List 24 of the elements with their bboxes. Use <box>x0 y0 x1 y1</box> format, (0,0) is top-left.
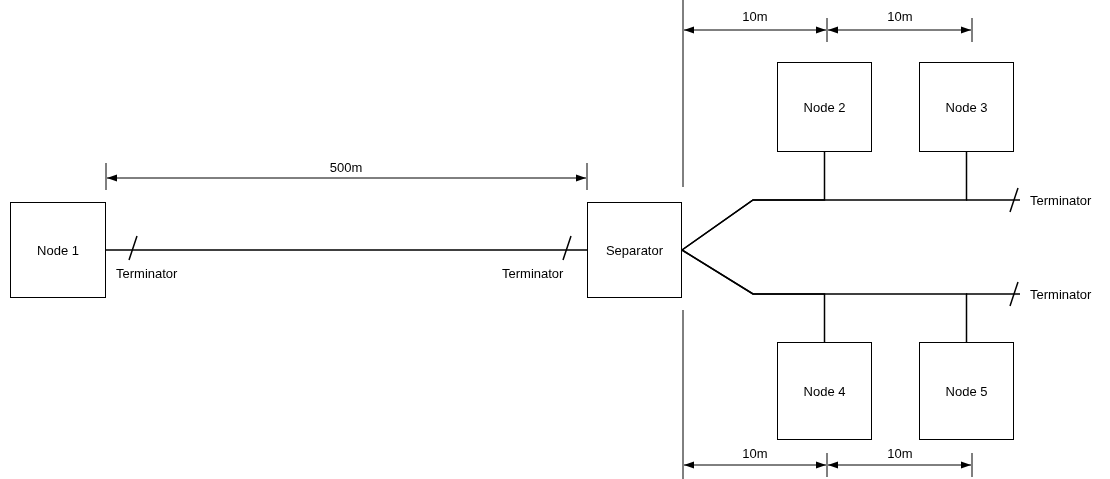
terminator-label: Terminator <box>116 266 178 281</box>
cable-line <box>681 151 968 251</box>
terminator-label: Terminator <box>1030 193 1092 208</box>
node-box <box>587 202 682 298</box>
dimension-label: 10m <box>887 9 913 24</box>
node-label: Separator <box>605 242 664 258</box>
node-label: Node 5 <box>945 383 988 399</box>
terminator-label: Terminator <box>502 266 564 281</box>
node-box <box>777 62 872 152</box>
node-box <box>10 202 106 298</box>
cable-line <box>105 249 588 251</box>
dimension-label: 10m <box>887 446 913 461</box>
node-label: Node 4 <box>803 383 846 399</box>
node-box <box>919 342 1014 440</box>
node-label: Node 1 <box>37 242 79 258</box>
dimension-label: 500m <box>329 160 363 175</box>
dimension-label: 10m <box>742 9 768 24</box>
cable-line <box>681 249 968 343</box>
node-label: Node 2 <box>803 99 846 115</box>
node-box <box>777 342 872 440</box>
node-box <box>919 62 1014 152</box>
dimension-label: 10m <box>742 446 768 461</box>
terminator-label: Terminator <box>1030 287 1092 302</box>
node-label: Node 3 <box>945 99 988 115</box>
